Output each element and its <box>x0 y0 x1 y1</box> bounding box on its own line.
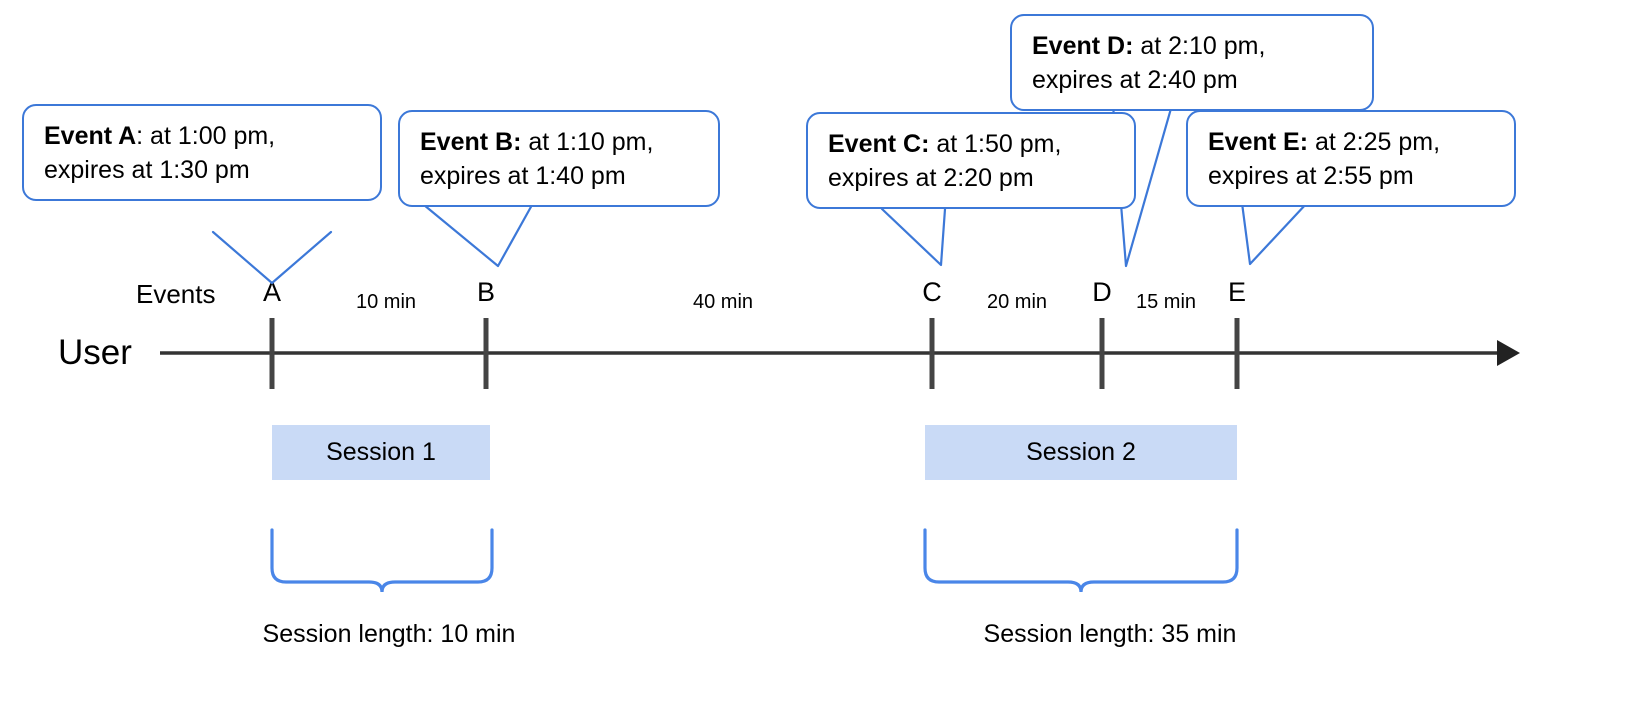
session-box-2-label: Session 2 <box>1026 438 1136 466</box>
gap-label-c-d: 20 min <box>986 291 1048 313</box>
session-box-2[interactable]: Session 2 <box>925 425 1237 480</box>
callout-event-c[interactable]: Event C: at 1:50 pm, expires at 2:20 pm <box>806 112 1136 209</box>
tick-label-d: D <box>1092 277 1112 307</box>
callout-event-a-time: : at 1:00 pm, <box>136 122 276 150</box>
gap-label-a-b: 10 min <box>355 291 417 313</box>
callout-event-e-expiry: expires at 2:55 pm <box>1208 161 1414 190</box>
callout-event-d-name: Event D: <box>1032 32 1134 60</box>
callout-event-a-expiry: expires at 1:30 pm <box>44 155 250 184</box>
tick-label-c: C <box>922 277 942 307</box>
callout-event-b-expiry: expires at 1:40 pm <box>420 161 626 190</box>
session-2-brace <box>923 528 1239 593</box>
callout-event-c-expiry: expires at 2:20 pm <box>828 163 1034 192</box>
callout-event-d-time: at 2:10 pm, <box>1133 32 1266 60</box>
callout-event-a[interactable]: Event A: at 1:00 pm, expires at 1:30 pm <box>22 104 382 201</box>
axis-user-label: User <box>58 333 132 372</box>
tick-label-e: E <box>1227 277 1247 307</box>
session-box-1-label: Session 1 <box>326 438 436 466</box>
timeline-arrowhead <box>1497 340 1520 366</box>
callout-event-b-time: at 1:10 pm, <box>521 128 654 156</box>
callout-event-d[interactable]: Event D: at 2:10 pm, expires at 2:40 pm <box>1010 14 1374 111</box>
callout-event-c-name: Event C: <box>828 130 930 158</box>
tick-label-a: A <box>262 277 282 307</box>
session-1-length-label: Session length: 10 min <box>262 620 516 648</box>
callout-event-c-time: at 1:50 pm, <box>929 130 1062 158</box>
gap-label-b-c: 40 min <box>692 291 754 313</box>
session-2-length-label: Session length: 35 min <box>983 620 1237 648</box>
callout-event-e-name: Event E: <box>1208 128 1309 156</box>
callout-event-e[interactable]: Event E: at 2:25 pm, expires at 2:55 pm <box>1186 110 1516 207</box>
callout-event-a-name: Event A <box>44 122 137 150</box>
callout-event-b-name: Event B: <box>420 128 522 156</box>
callout-event-b[interactable]: Event B: at 1:10 pm, expires at 1:40 pm <box>398 110 720 207</box>
session-box-1[interactable]: Session 1 <box>272 425 490 480</box>
axis-events-label: Events <box>136 279 216 309</box>
callout-event-d-expiry: expires at 2:40 pm <box>1032 65 1238 94</box>
gap-label-d-e: 15 min <box>1135 291 1197 313</box>
tick-label-b: B <box>476 277 496 307</box>
callout-event-e-time: at 2:25 pm, <box>1308 128 1441 156</box>
session-1-brace <box>270 528 494 593</box>
